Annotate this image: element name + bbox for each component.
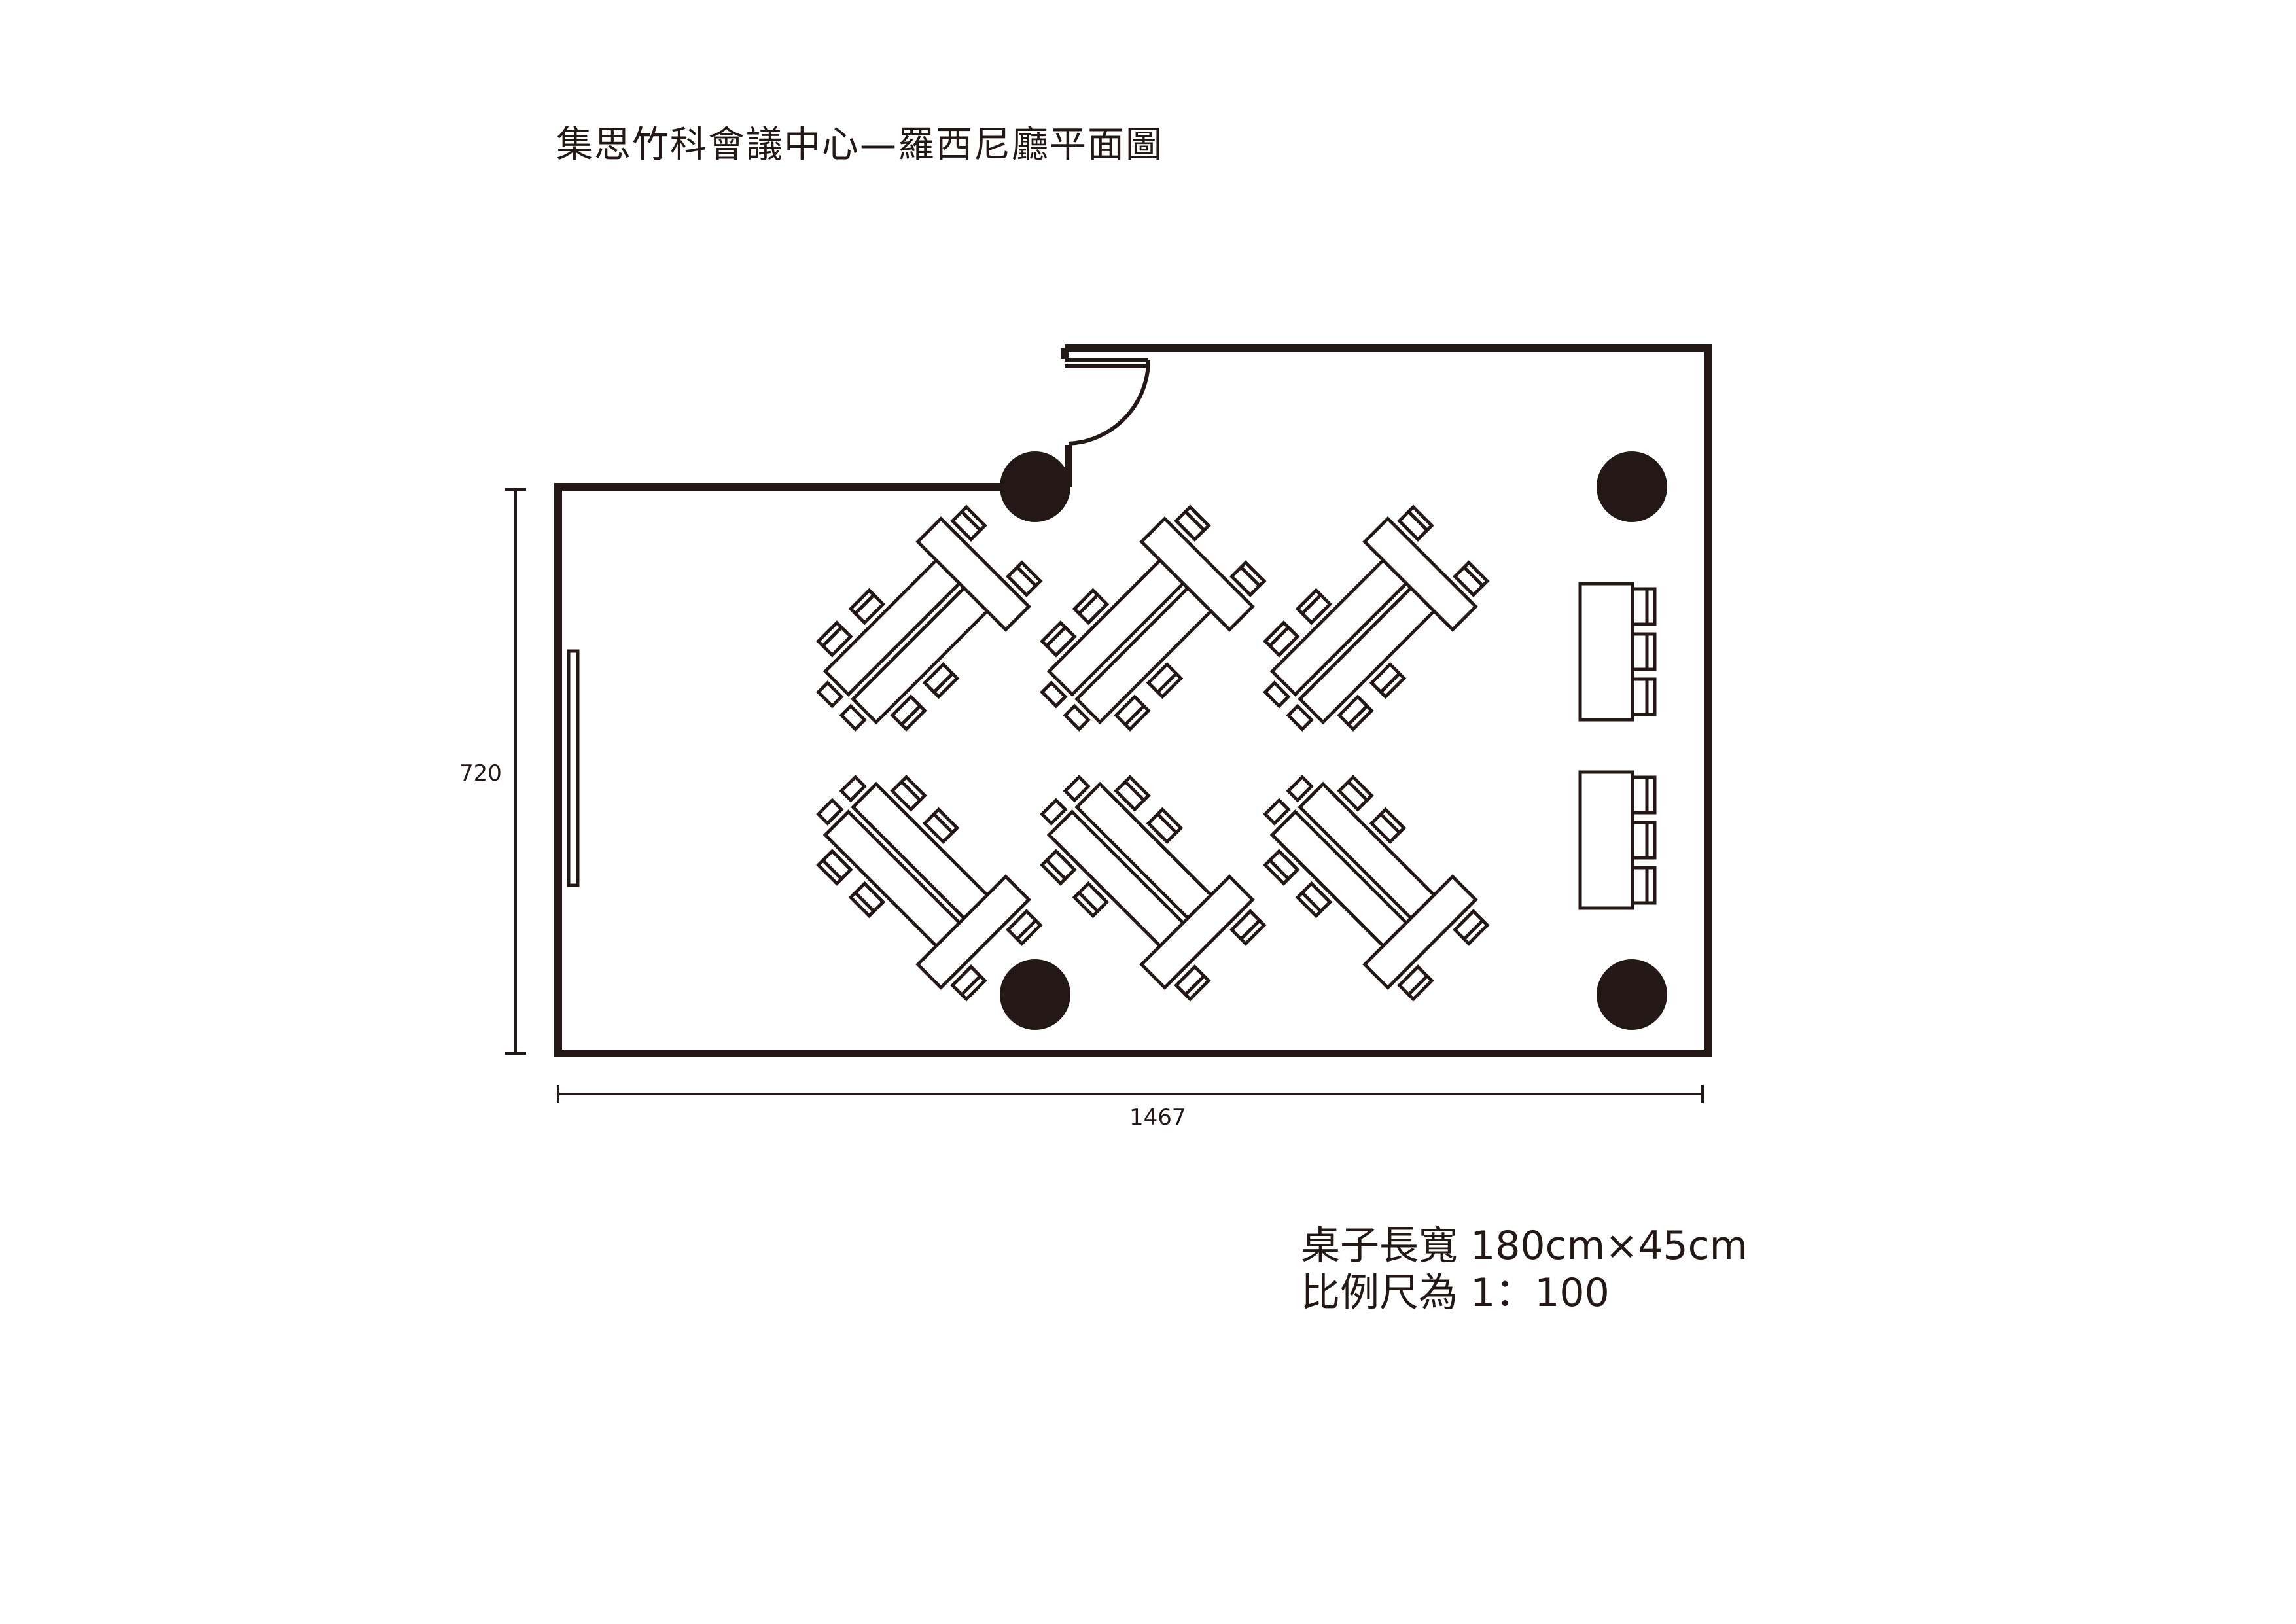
page-title: 集思竹科會議中心—羅西尼廳平面圖: [556, 124, 1163, 166]
height-dimension-label: 720: [459, 760, 502, 786]
table-group: [793, 752, 1048, 1006]
table-group: [1240, 500, 1494, 754]
notes-block: 桌子長寬 180cm×45cm 比例尺為 1：100: [1301, 1222, 1748, 1316]
pillar: [1597, 959, 1667, 1030]
side-table: [1580, 772, 1655, 908]
wall-outline: [554, 344, 1712, 1057]
pillar: [1597, 451, 1667, 522]
scale-note: 比例尺為 1：100: [1301, 1270, 1610, 1316]
dimension-lines: [505, 488, 1704, 1103]
table-size-note: 桌子長寬 180cm×45cm: [1301, 1223, 1748, 1269]
side-table: [1580, 584, 1655, 720]
pillar: [1000, 959, 1070, 1030]
pillars: [1000, 451, 1667, 1030]
door-swing-arc: [1068, 359, 1151, 446]
pillar: [1000, 451, 1070, 522]
screen: [567, 649, 580, 887]
table-group: [1240, 752, 1494, 1006]
door: [1065, 358, 1151, 446]
table-group: [793, 500, 1048, 754]
table-group: [1017, 500, 1271, 754]
width-dimension-label: 1467: [1129, 1104, 1186, 1131]
